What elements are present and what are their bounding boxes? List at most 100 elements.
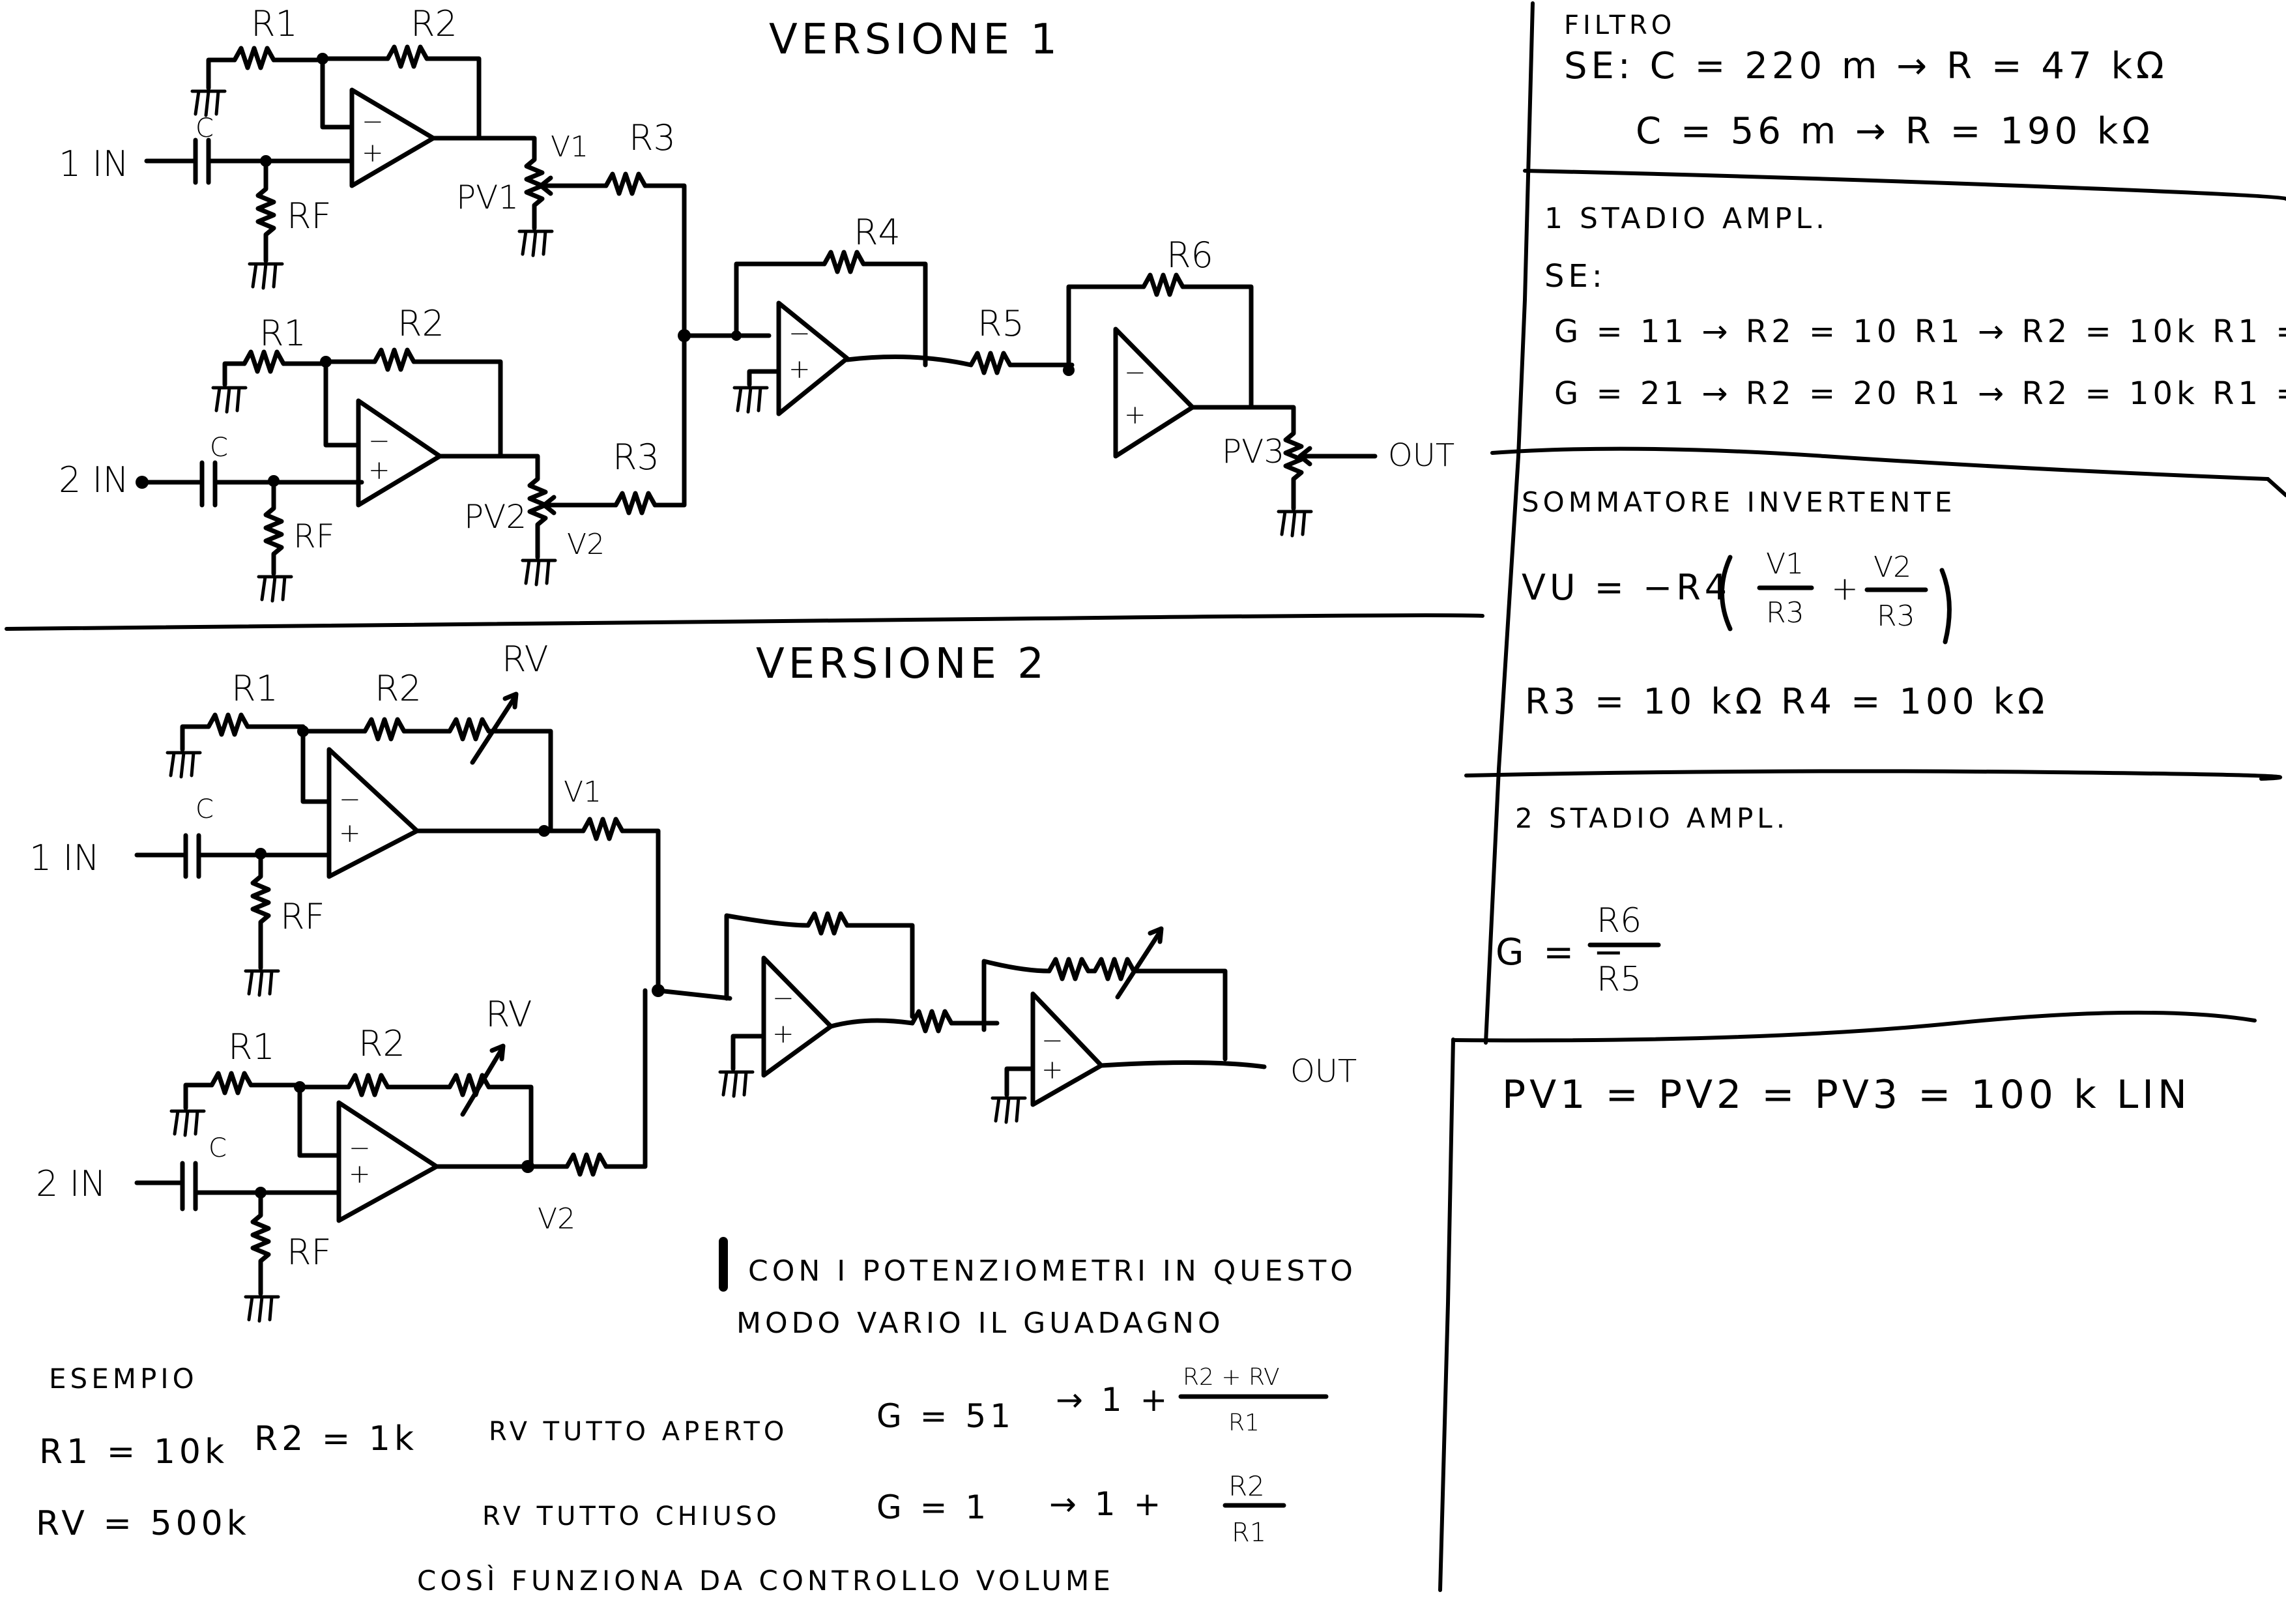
example-open-formula-lead: → 1 + — [1056, 1381, 1171, 1419]
v2-s2-out-node-label: V2 — [538, 1202, 575, 1236]
v1-r6-label: R6 — [1166, 235, 1213, 276]
v1-s1-opamp-plus: + — [362, 138, 384, 168]
example-open-label: RV TUTTO APERTO — [489, 1417, 788, 1447]
notes-filtro: FILTRO SE: C = 220 m → R = 47 kΩ C = 56 … — [1564, 10, 2164, 152]
v1-inverting-summer: R4 − + — [678, 212, 928, 416]
v2-s2-rf-label: RF — [287, 1232, 332, 1273]
v1-summer-plus: + — [789, 355, 811, 384]
v1-s2-r3-label: R3 — [613, 437, 659, 478]
v2-s2-opamp — [336, 1100, 439, 1223]
v2-s1-r2-label: R2 — [375, 668, 422, 709]
divider-notes-1 — [1523, 169, 2286, 201]
v1-s1-opamp-minus: − — [362, 107, 384, 137]
example-closed-formula-num: R2 — [1228, 1470, 1265, 1502]
v1-r5-label: R5 — [977, 303, 1024, 344]
paren-left — [1720, 555, 1733, 631]
v2-s1-r1-label: R1 — [231, 668, 278, 709]
v2-s1-input-label: 1 IN — [29, 837, 100, 878]
v2-s1-out-node-label: V1 — [564, 776, 601, 809]
v1-pv3-label: PV3 — [1222, 433, 1284, 471]
sommatore-term2-num: V2 — [1874, 551, 1911, 584]
v2-s2-input-label: 2 IN — [36, 1163, 106, 1204]
v2-example: ESEMPIO R1 = 10k R2 = 1k RV = 500k RV TU… — [36, 1363, 1329, 1597]
v1-s1-r3-label: R3 — [629, 117, 676, 158]
v1-s2-opamp-plus: + — [368, 456, 390, 486]
v2-s1-opamp — [326, 747, 420, 879]
example-closed-gain: G = 1 — [876, 1488, 990, 1526]
example-closed-formula-den: R1 — [1232, 1518, 1266, 1548]
notes-potentiometers: PV1 = PV2 = PV3 = 100 k LIN — [1502, 1072, 2191, 1118]
divider-notes-4 — [1451, 1010, 2257, 1043]
version-2-schematic: VERSIONE 2 1 IN C RF R1 R2 RV − + V1 — [29, 639, 1357, 1597]
v2-summer-minus: − — [772, 983, 794, 1013]
v2-s2-rv-label: RV — [485, 994, 532, 1035]
example-rv: RV = 500k — [36, 1504, 250, 1543]
v2-note-line2: MODO VARIO IL GUADAGNO — [736, 1307, 1224, 1340]
sommatore-plus: + — [1831, 570, 1859, 607]
v1-summer-minus: − — [789, 319, 811, 349]
v1-s2-cap-label: C — [210, 433, 228, 463]
v2-inverting-summer: − + — [652, 911, 915, 1096]
v1-input-stage-2: 2 IN C RF R1 R2 − + PV2 V2 R3 — [59, 303, 687, 601]
v1-s1-out-node-label: V1 — [551, 130, 588, 164]
notes-sommatore: SOMMATORE INVERTENTE VU = −R4 V1 R3 + V2… — [1522, 486, 2044, 722]
v2-summer-opamp — [761, 955, 833, 1078]
filtro-title: FILTRO — [1564, 10, 1675, 40]
sommatore-formula-lead: VU = −R4 — [1522, 567, 1731, 608]
v1-s1-input-label: 1 IN — [59, 143, 129, 184]
v1-amp2-opamp — [1113, 326, 1195, 459]
example-heading: ESEMPIO — [49, 1363, 198, 1395]
v2-s2-r2-label: R2 — [358, 1023, 405, 1064]
v2-s1-rv-label: RV — [502, 639, 549, 680]
v1-s1-r1-label: R1 — [251, 3, 298, 44]
v2-out-label: OUT — [1290, 1053, 1357, 1090]
v1-s2-opamp — [356, 398, 442, 508]
notes-stadio1: 1 STADIO AMPL. SE: G = 11 → R2 = 10 R1 →… — [1544, 202, 2286, 412]
v1-r4-label: R4 — [854, 212, 901, 253]
v2-s2-r1-label: R1 — [228, 1026, 275, 1067]
v1-s2-input-label: 2 IN — [59, 459, 129, 500]
sommatore-term1-num: V1 — [1766, 547, 1804, 581]
v1-s1-opamp — [349, 87, 436, 188]
stadio2-title: 2 STADIO AMPL. — [1515, 802, 1789, 834]
stadio2-num: R6 — [1597, 901, 1642, 940]
stadio2-den: R5 — [1597, 960, 1642, 999]
v1-s1-r2-label: R2 — [411, 3, 457, 44]
v2-note-line1: CON I POTENZIOMETRI IN QUESTO — [748, 1254, 1357, 1288]
version-1-schematic: VERSIONE 1 1 IN C RF R1 R2 − + V1 PV1 — [59, 3, 1454, 601]
v1-s2-rf-label: RF — [293, 517, 335, 555]
pots-values: PV1 = PV2 = PV3 = 100 k LIN — [1502, 1072, 2191, 1118]
v2-amp2-plus: + — [1041, 1055, 1063, 1085]
sommatore-title: SOMMATORE INVERTENTE — [1522, 486, 1956, 518]
stadio1-se: SE: — [1544, 258, 1606, 295]
v1-s1-pot-label: PV1 — [456, 179, 519, 216]
version-2-title: VERSIONE 2 — [756, 640, 1048, 688]
v1-summer-opamp — [776, 300, 850, 416]
example-r1: R1 = 10k — [39, 1432, 228, 1472]
v1-s2-r1-label: R1 — [259, 313, 306, 354]
v1-s1-rf-label: RF — [287, 196, 332, 237]
v1-s1-cap-label: C — [195, 113, 214, 143]
v2-s2-opamp-plus: + — [349, 1159, 371, 1189]
example-closed-label: RV TUTTO CHIUSO — [482, 1501, 781, 1531]
divider-vertical-lower — [1438, 1037, 1455, 1592]
v2-amp2-minus: − — [1041, 1026, 1063, 1056]
divider-notes-3 — [1464, 769, 2283, 781]
version-1-title: VERSIONE 1 — [769, 16, 1061, 64]
filtro-line2: C = 56 m → R = 190 kΩ — [1636, 110, 2154, 152]
v1-out-label: OUT — [1388, 437, 1454, 474]
example-open-gain: G = 51 — [876, 1397, 1015, 1435]
example-r2: R2 = 1k — [254, 1419, 418, 1458]
v2-s2-opamp-minus: − — [349, 1133, 371, 1163]
v2-input-stage-1: 1 IN C RF R1 R2 RV − + V1 — [29, 639, 661, 995]
divider-vertical-upper — [1484, 1, 1535, 1045]
v2-amp2-opamp — [1030, 991, 1104, 1107]
v1-s2-out-node-label: V2 — [567, 528, 605, 561]
v2-potentiometer-note: CON I POTENZIOMETRI IN QUESTO MODO VARIO… — [719, 1237, 1357, 1340]
v2-s2-cap-label: C — [209, 1133, 227, 1163]
stadio2-formula-lead: G = − — [1496, 931, 1628, 974]
divider-notes-2 — [1490, 446, 2286, 497]
v1-s2-opamp-minus: − — [368, 426, 390, 456]
v1-s2-r2-label: R2 — [398, 303, 444, 344]
v2-s1-opamp-plus: + — [339, 819, 361, 848]
